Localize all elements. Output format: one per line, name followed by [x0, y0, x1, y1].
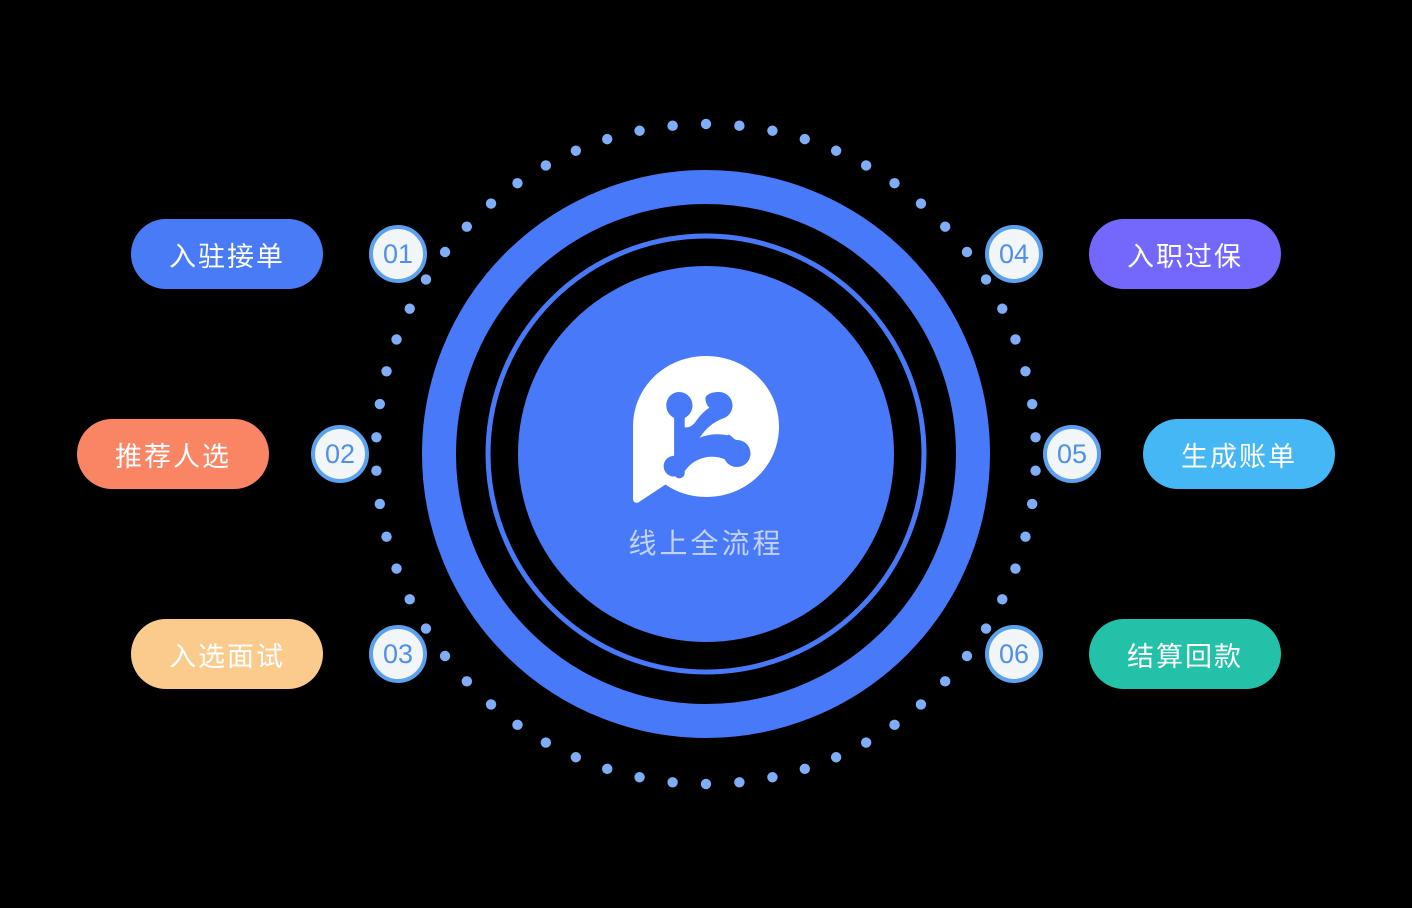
- center-caption: 线上全流程: [628, 528, 784, 559]
- step-number-label: 05: [1056, 438, 1088, 469]
- step-number-label: 02: [324, 438, 356, 469]
- step-pill-label: 推荐人选: [115, 441, 231, 472]
- step-pill-label: 入选面试: [169, 641, 285, 672]
- step-pill-03[interactable]: 入选面试: [131, 619, 323, 689]
- step-pill-06[interactable]: 结算回款: [1089, 619, 1281, 689]
- step-pill-04[interactable]: 入职过保: [1089, 219, 1281, 289]
- step-number-badge-03[interactable]: 03: [369, 625, 427, 683]
- step-pill-label: 入驻接单: [169, 241, 285, 272]
- step-number-label: 04: [998, 238, 1030, 269]
- center-core-circle: 线上全流程: [518, 266, 894, 642]
- step-number-badge-06[interactable]: 06: [985, 625, 1043, 683]
- step-number-label: 01: [382, 238, 414, 269]
- step-number-badge-04[interactable]: 04: [985, 225, 1043, 283]
- step-number-label: 03: [382, 638, 414, 669]
- step-pill-label: 入职过保: [1127, 241, 1243, 272]
- step-number-badge-01[interactable]: 01: [369, 225, 427, 283]
- step-pill-02[interactable]: 推荐人选: [77, 419, 269, 489]
- step-pill-label: 结算回款: [1127, 641, 1243, 672]
- step-pill-05[interactable]: 生成账单: [1143, 419, 1335, 489]
- step-number-badge-02[interactable]: 02: [311, 425, 369, 483]
- step-number-badge-05[interactable]: 05: [1043, 425, 1101, 483]
- step-pill-label: 生成账单: [1181, 441, 1297, 472]
- step-pill-01[interactable]: 入驻接单: [131, 219, 323, 289]
- step-number-label: 06: [998, 638, 1030, 669]
- brand-leaf-logo-icon: [633, 356, 779, 503]
